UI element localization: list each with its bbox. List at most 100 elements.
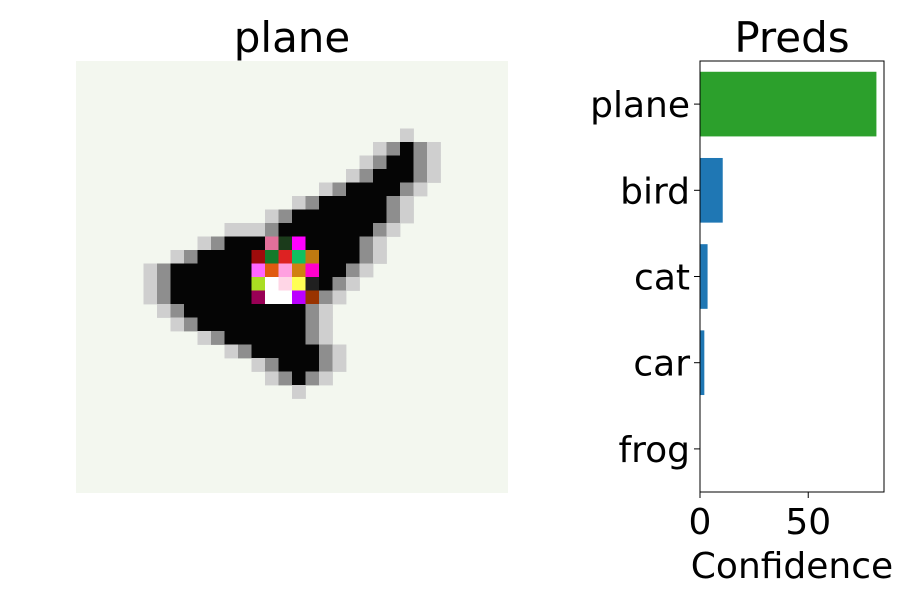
- image-pixel: [170, 277, 185, 291]
- image-pixel: [413, 182, 428, 197]
- image-pixel: [251, 290, 266, 305]
- image-pixel: [143, 277, 158, 291]
- image-pixel: [251, 331, 266, 345]
- image-pixel: [224, 223, 239, 237]
- image-pixel: [278, 331, 293, 345]
- image-pixel: [157, 290, 171, 305]
- image-pixel: [359, 263, 374, 278]
- image-pixel: [170, 263, 185, 278]
- image-pixel: [211, 263, 225, 278]
- image-pixel: [319, 182, 333, 197]
- image-pixel: [265, 358, 279, 372]
- image-pixel: [359, 182, 374, 197]
- image-pixel: [184, 250, 198, 264]
- image-pixel: [386, 169, 401, 183]
- y-tick-label: cat: [634, 258, 690, 299]
- image-pixel: [265, 344, 279, 359]
- image-pixel: [278, 263, 293, 278]
- image-pixel: [386, 196, 401, 210]
- image-pixel: [224, 290, 239, 305]
- image-pixel: [359, 155, 374, 170]
- image-pixel: [197, 331, 212, 345]
- image-pixel: [292, 385, 306, 399]
- bar-plane: [700, 71, 877, 137]
- image-pixel: [238, 263, 252, 278]
- image-pixel: [427, 155, 441, 170]
- image-pixel: [224, 331, 239, 345]
- image-pixel: [292, 223, 306, 237]
- image-pixel: [332, 236, 347, 251]
- image-panel: [76, 61, 508, 493]
- image-pixel: [400, 155, 414, 170]
- image-pixel: [386, 155, 401, 170]
- image-pixel: [400, 182, 414, 197]
- image-pixel: [319, 250, 333, 264]
- image-pixel: [400, 209, 414, 224]
- image-pixel: [332, 290, 347, 305]
- image-pixel: [359, 209, 374, 224]
- image-pixel: [386, 223, 401, 237]
- image-pixel: [265, 223, 279, 237]
- image-pixel: [278, 304, 293, 318]
- image-pixel: [319, 358, 333, 372]
- image-pixel: [224, 236, 239, 251]
- image-pixel: [278, 317, 293, 332]
- image-pixel: [292, 344, 306, 359]
- image-pixel: [346, 236, 360, 251]
- image-pixel: [238, 304, 252, 318]
- image-pixel: [413, 155, 428, 170]
- image-pixel: [278, 290, 293, 305]
- image-pixel: [373, 182, 387, 197]
- image-pixel: [346, 277, 360, 291]
- image-pixel: [157, 304, 171, 318]
- image-pixel: [265, 331, 279, 345]
- image-pixel: [359, 196, 374, 210]
- image-pixel: [346, 263, 360, 278]
- image-pixel: [224, 277, 239, 291]
- image-pixel: [305, 209, 320, 224]
- image-pixel: [373, 209, 387, 224]
- image-pixel: [292, 358, 306, 372]
- image-pixel: [170, 304, 185, 318]
- image-pixel: [346, 209, 360, 224]
- image-pixel: [278, 250, 293, 264]
- image-pixel: [305, 250, 320, 264]
- image-pixel: [400, 196, 414, 210]
- bar-cat: [700, 244, 708, 309]
- image-pixel: [224, 304, 239, 318]
- image-pixel: [400, 128, 414, 143]
- image-pixel: [197, 236, 212, 251]
- image-pixel: [319, 304, 333, 318]
- image-pixel: [305, 236, 320, 251]
- image-pixel: [332, 250, 347, 264]
- image-title: plane: [234, 13, 351, 62]
- y-tick-label: bird: [620, 171, 690, 212]
- image-pixel: [265, 317, 279, 332]
- image-pixel: [373, 155, 387, 170]
- image-pixel: [265, 250, 279, 264]
- image-pixel: [211, 290, 225, 305]
- image-pixel: [238, 317, 252, 332]
- image-pixel: [278, 223, 293, 237]
- image-pixel: [224, 263, 239, 278]
- chart-title: Preds: [734, 13, 849, 62]
- image-pixel: [184, 263, 198, 278]
- image-pixel: [319, 290, 333, 305]
- image-pixel: [359, 236, 374, 251]
- image-pixel: [292, 331, 306, 345]
- image-pixel: [278, 277, 293, 291]
- image-pixel: [157, 263, 171, 278]
- image-pixel: [332, 358, 347, 372]
- image-pixel: [211, 277, 225, 291]
- image-pixel: [319, 209, 333, 224]
- image-pixel: [251, 263, 266, 278]
- image-pixel: [238, 236, 252, 251]
- image-pixel: [292, 290, 306, 305]
- image-pixel: [292, 277, 306, 291]
- image-pixel: [305, 263, 320, 278]
- image-pixel: [197, 290, 212, 305]
- image-pixel: [278, 358, 293, 372]
- image-pixel: [373, 236, 387, 251]
- image-pixel: [332, 263, 347, 278]
